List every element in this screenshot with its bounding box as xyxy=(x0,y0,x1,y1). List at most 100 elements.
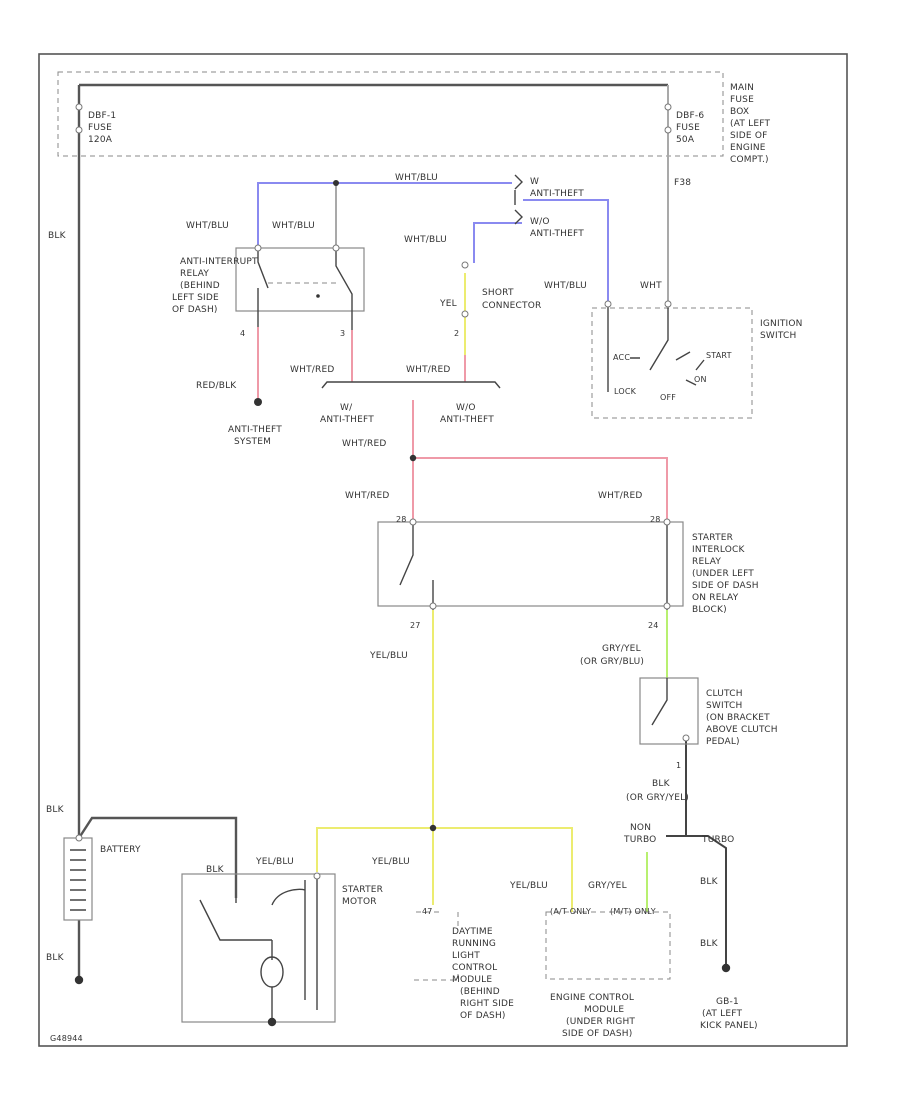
wire-wht-blu-wo xyxy=(473,222,522,263)
label-red-blk: RED/BLK xyxy=(196,381,237,391)
pin-27: 27 xyxy=(410,621,421,630)
label-wht-red-4: WHT/RED xyxy=(345,491,389,501)
interrupt-relay-switch-1 xyxy=(257,248,269,327)
pin-2: 2 xyxy=(454,329,459,338)
relay-term-24 xyxy=(663,602,671,610)
pin-3: 3 xyxy=(340,329,345,338)
pin-1: 1 xyxy=(676,761,681,770)
starter-solenoid-coil xyxy=(271,876,318,1010)
label-wht-red-3: WHT/RED xyxy=(342,439,386,449)
clutch-term xyxy=(682,734,690,742)
relay-term-28a xyxy=(409,518,417,526)
label-yel-blu-2: YEL/BLU xyxy=(255,857,294,867)
fuse-term-left-2 xyxy=(75,126,83,134)
pin-28a: 28 xyxy=(396,515,407,524)
pin-24: 24 xyxy=(648,621,659,630)
wire-blk-ground xyxy=(686,835,727,968)
label-yel-blu-3: YEL/BLU xyxy=(371,857,410,867)
battery-term-pos xyxy=(75,834,83,842)
label-yel-blu-4: YEL/BLU xyxy=(509,881,548,891)
relay-term-27 xyxy=(429,602,437,610)
starter-relay-blade xyxy=(399,522,414,586)
ecm-box xyxy=(545,911,671,980)
label-yel-blu-1: YEL/BLU xyxy=(369,651,408,661)
short-term-bot xyxy=(461,310,469,318)
label-blk-r1: BLK xyxy=(700,877,719,887)
label-wht-blu-3: WHT/BLU xyxy=(404,235,447,245)
short-term-top xyxy=(461,261,469,269)
relay-term-b xyxy=(332,244,340,252)
starter-term xyxy=(313,872,321,880)
label-wht-blu-1: WHT/BLU xyxy=(186,221,229,231)
pin-28b: 28 xyxy=(650,515,661,524)
label-turbo: TURBO xyxy=(701,835,734,845)
pin-4: 4 xyxy=(240,329,245,338)
label-blk-gry: BLK(OR GRY/YEL) xyxy=(626,779,689,803)
pin-eng-right: (M/T) ONLY xyxy=(610,907,656,916)
ign-pos-off: OFF xyxy=(660,393,676,402)
ignition-switch-blade xyxy=(649,308,669,371)
anti-theft-bracket-top xyxy=(514,174,523,225)
label-wht-blu-top: WHT/BLU xyxy=(395,173,438,183)
fuse-term-right-2 xyxy=(664,126,672,134)
ignition-term-a xyxy=(604,300,612,308)
wire-yel-blu-bus xyxy=(316,827,573,912)
wire-wht-red-right xyxy=(413,457,668,520)
diagram-frame xyxy=(38,53,848,1047)
label-blk-battery-top: BLK xyxy=(46,805,65,815)
label-f38: F38 xyxy=(674,178,691,188)
splice-yel-blu xyxy=(429,824,437,832)
drl-module-outline xyxy=(412,911,459,981)
ign-pos-start: START xyxy=(706,351,732,360)
label-wht-blu-2: WHT/BLU xyxy=(272,221,315,231)
starter-solenoid-contacts xyxy=(199,898,273,960)
ignition-term-b xyxy=(664,300,672,308)
label-wht-blu-4: WHT/BLU xyxy=(544,281,587,291)
label-wht-red-1: WHT/RED xyxy=(290,365,334,375)
pin-eng-left: (A/T ONLY xyxy=(550,907,591,916)
interrupt-relay-dot xyxy=(316,294,320,298)
label-gry-yel-2: GRY/YEL xyxy=(588,881,627,891)
ign-pos-lock: LOCK xyxy=(614,387,637,396)
battery-ground-point xyxy=(74,975,84,985)
battery-label: BATTERY xyxy=(100,845,141,855)
splice-wht-red xyxy=(409,454,417,462)
gb1-ground-point xyxy=(721,963,731,973)
fuse-term-right-1 xyxy=(664,103,672,111)
battery-plates xyxy=(70,849,86,911)
main-fuse-box-outline xyxy=(57,71,724,157)
anti-theft-ground xyxy=(254,398,262,406)
wire-wht-blu-top xyxy=(257,182,512,248)
label-wht-red-5: WHT/RED xyxy=(598,491,642,501)
label-blk-battery-bot: BLK xyxy=(46,953,65,963)
anti-theft-bracket xyxy=(321,381,501,389)
label-blk-r2: BLK xyxy=(700,939,719,949)
clutch-switch-box xyxy=(639,677,699,745)
anti-interrupt-relay-box xyxy=(235,247,365,312)
starter-interlock-relay-box xyxy=(377,521,684,607)
pin-47: 47 xyxy=(422,907,433,916)
diagram-code: G48944 xyxy=(50,1034,83,1043)
ign-pos-acc: ACC xyxy=(613,353,630,362)
label-gry-yel: GRY/YEL(OR GRY/BLU) xyxy=(580,644,644,667)
ign-pos-on: ON xyxy=(694,375,707,384)
wire-battery-to-starter xyxy=(77,816,238,898)
starter-motor-box xyxy=(181,873,336,1023)
ignition-switch-contacts xyxy=(607,302,705,392)
